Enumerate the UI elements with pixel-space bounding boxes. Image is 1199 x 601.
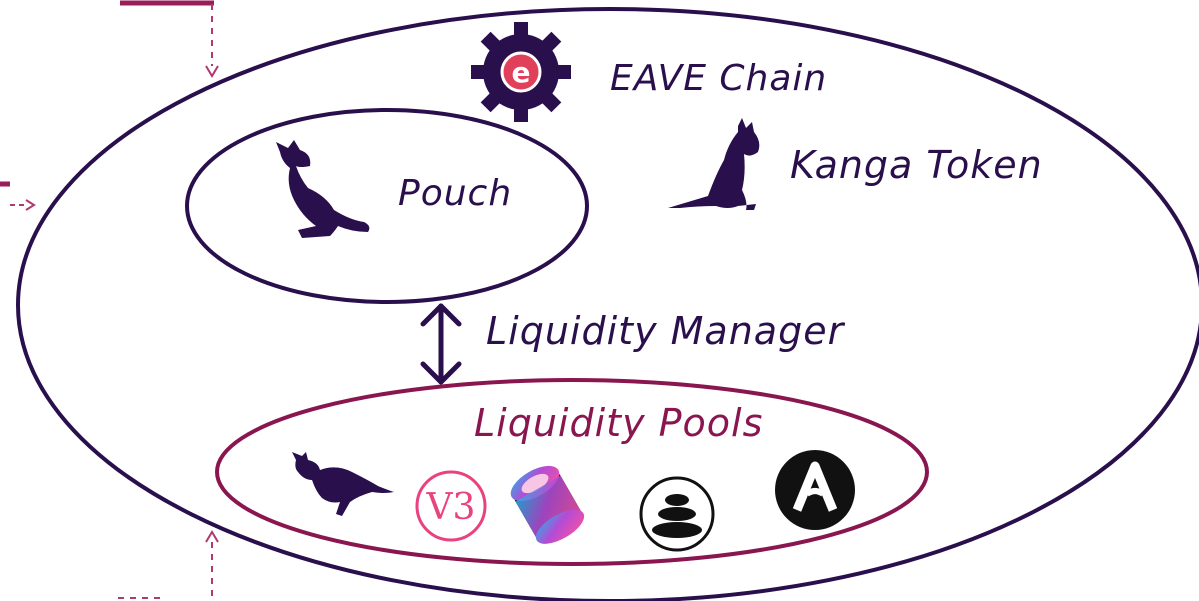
dashed-arrow-top (205, 65, 219, 78)
uniswap-v3-text: V3 (426, 487, 476, 528)
liquidity-pools-boundary (215, 378, 929, 566)
kanga-token-label: Kanga Token (790, 143, 1043, 187)
eave-logo-letter: e (512, 56, 531, 89)
balancer-icon (639, 476, 715, 552)
liquidity-manager-arrow (420, 303, 462, 385)
dashed-arrow-left (25, 199, 36, 211)
offscreen-connectors (0, 0, 219, 599)
dashed-arrow-bottom (205, 530, 219, 543)
pouch-boundary (185, 108, 589, 304)
eave-gear-icon: e (471, 22, 571, 122)
liquidity-manager-label: Liquidity Manager (486, 309, 846, 353)
kangaroo-hopping-icon (292, 452, 394, 516)
sushi-roll-icon (510, 465, 585, 544)
uniswap-v3-icon: V3 (415, 470, 487, 542)
kangaroo-standing-icon (668, 118, 760, 210)
arch-logo-icon (775, 450, 855, 530)
liquidity-pools-label: Liquidity Pools (474, 401, 763, 445)
pouch-label: Pouch (398, 173, 512, 214)
eave-chain-label: EAVE Chain (610, 58, 827, 99)
eave-chain-boundary (16, 7, 1199, 601)
kangaroo-sitting-icon (276, 140, 370, 238)
